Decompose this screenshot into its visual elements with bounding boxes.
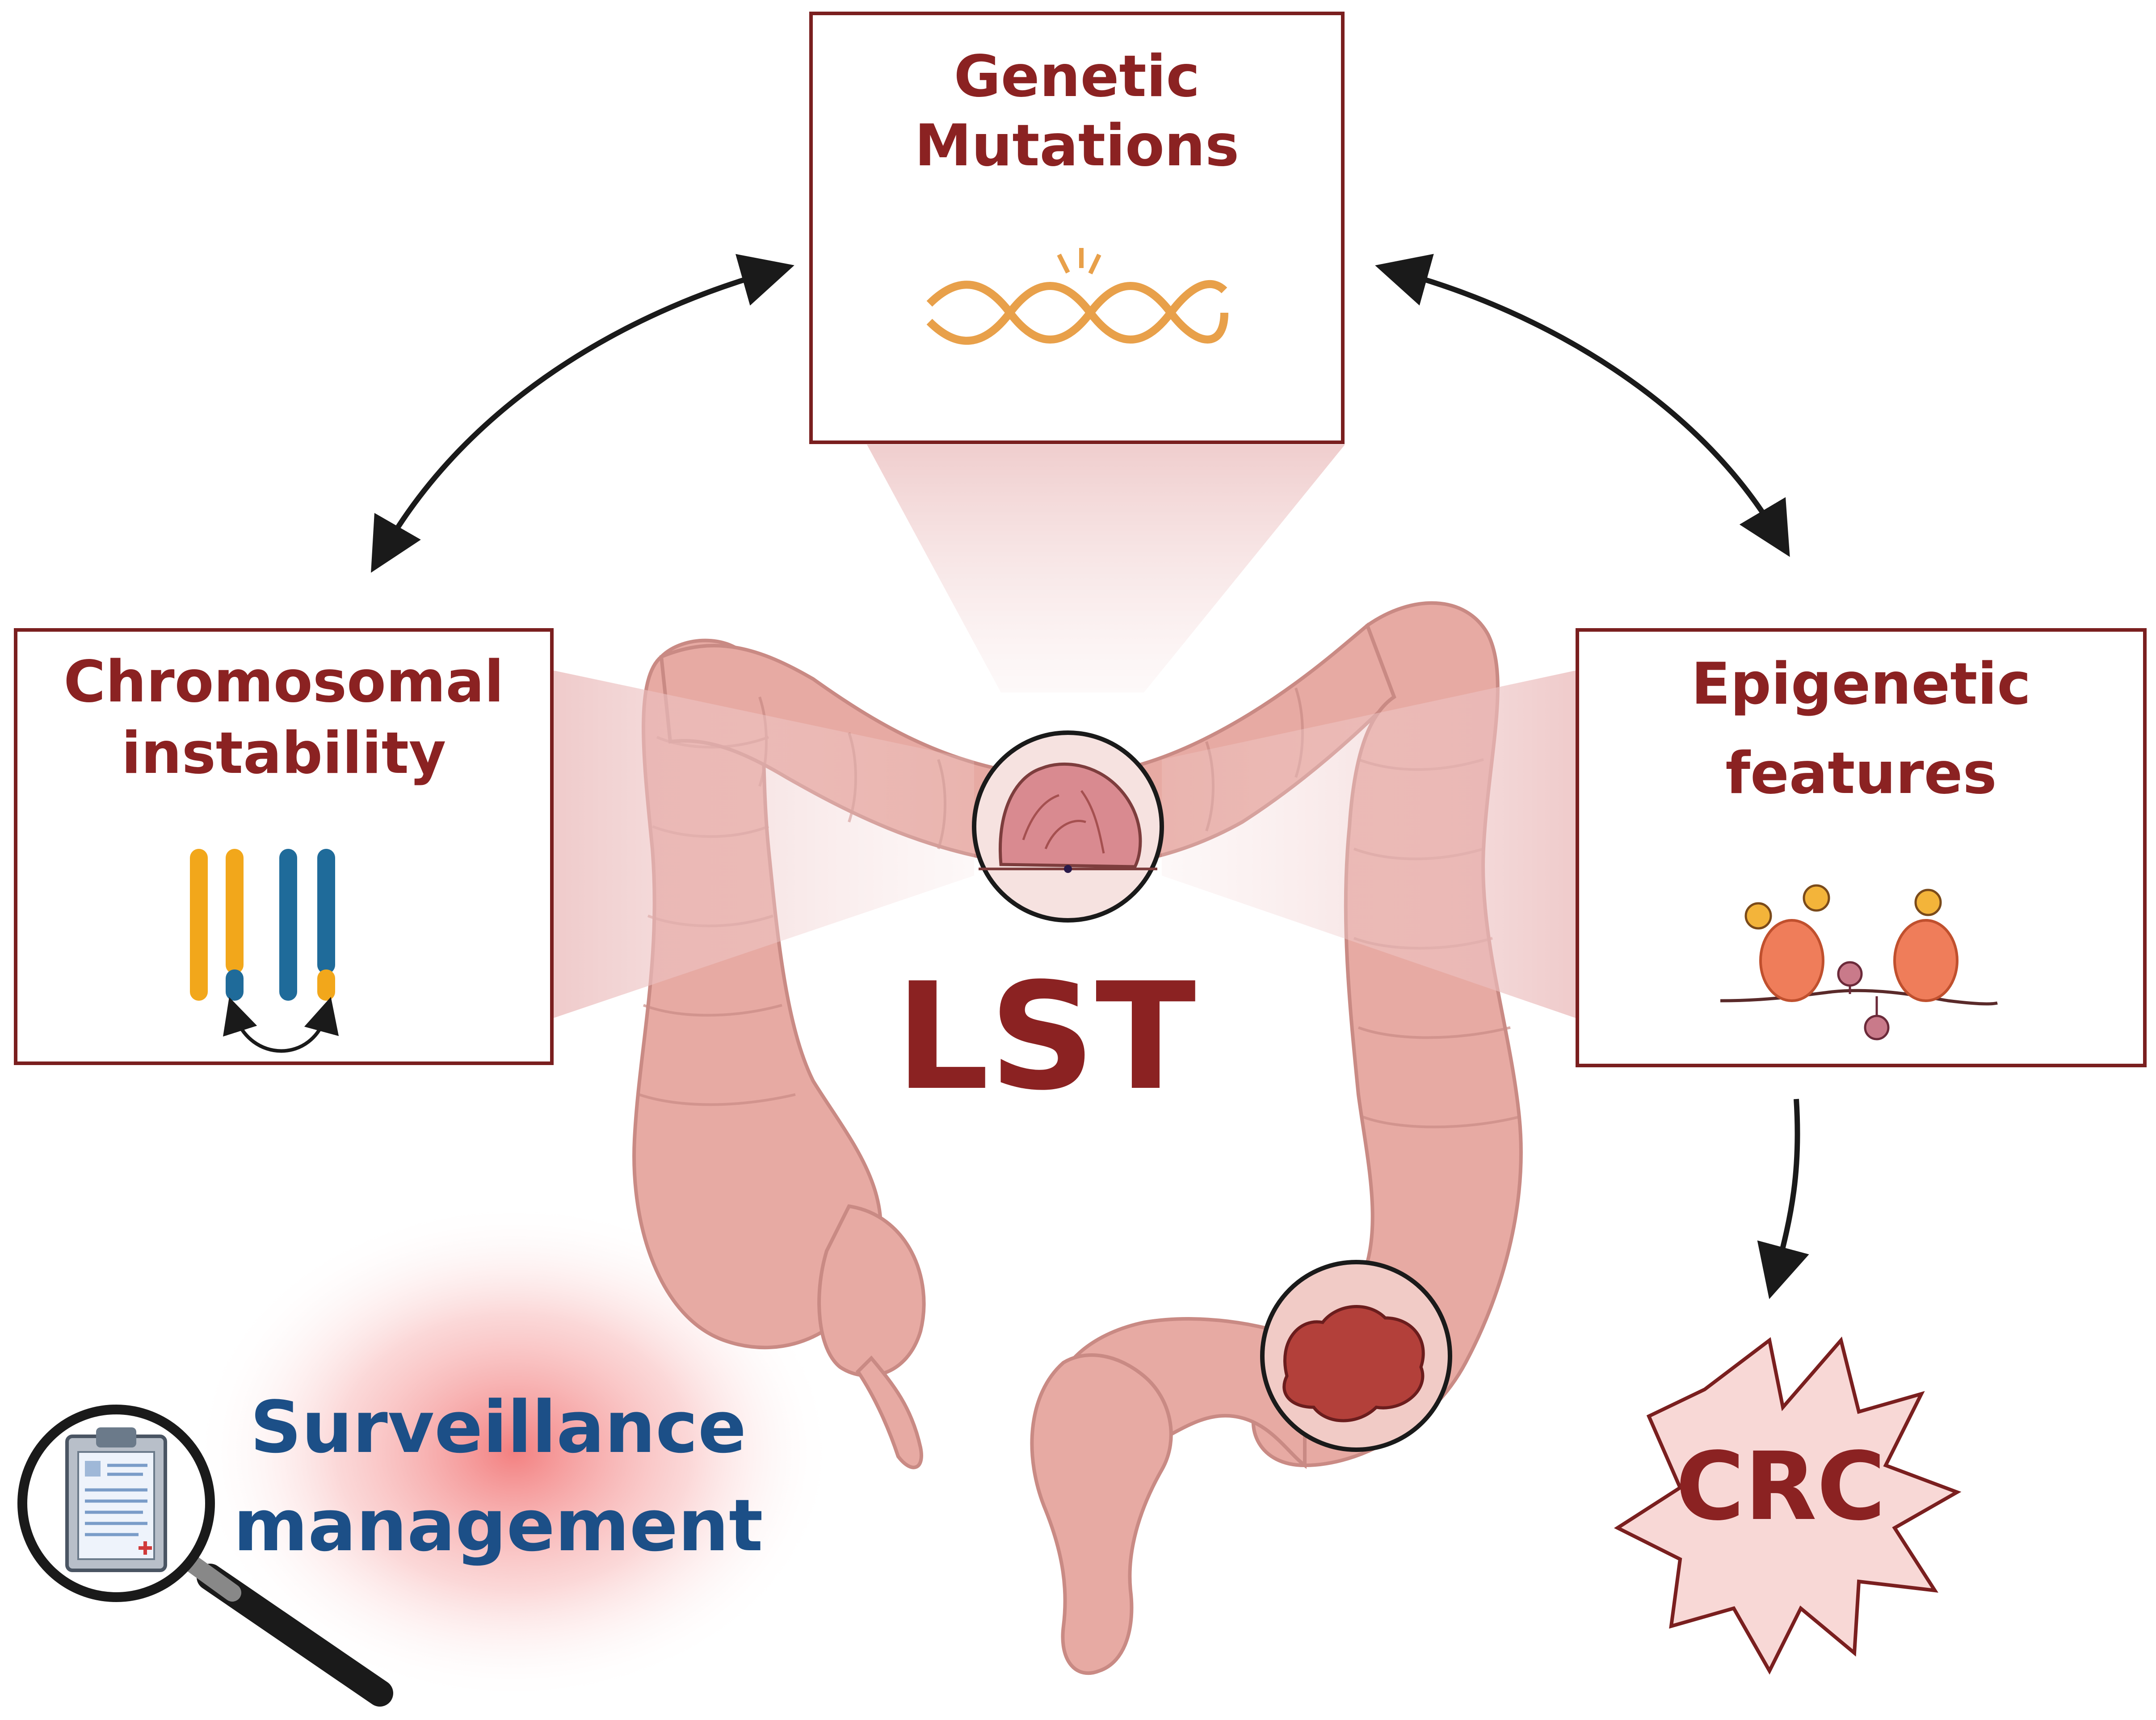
crc-starburst: CRC [1614,1336,1962,1675]
beam-right [1162,670,1577,1019]
epigenetic-features-box: Epigenetic features [1576,628,2147,1067]
chromosomes-icon [190,849,339,1053]
magnifier-icon [17,1405,393,1707]
surveillance-line1: Surveillance [250,1385,747,1469]
tumor-icon [1282,1305,1425,1422]
arrow-epigenetic-crc [1757,1099,1809,1299]
arrow-genetic-chromosomal [371,254,794,573]
crc-label: CRC [1676,1432,1886,1541]
polyp-icon [998,762,1142,868]
beam-left [552,670,974,1019]
clipboard-icon [65,1427,167,1572]
genetic-title-line1: Genetic [954,43,1200,110]
dna-icon [926,248,1228,345]
genetic-title-line2: Mutations [915,113,1239,179]
chromosomal-title-line2: instability [122,720,446,787]
lst-label: LST [895,951,1197,1123]
chromosomal-instability-box: Chromosomal instability [14,628,554,1065]
nucleosome-methylation-icon [1720,884,1998,1040]
surveillance-glow [192,1202,836,1702]
surveillance-line2: management [233,1484,763,1567]
genetic-mutations-box: Genetic Mutations [809,12,1345,444]
epigenetic-title-line2: features [1725,740,1996,807]
epigenetic-title-line1: Epigenetic [1691,651,2031,717]
beam-top [867,445,1345,692]
tumor-magnifier [1260,1260,1452,1452]
arrow-genetic-epigenetic [1375,254,1790,557]
chromosomal-title-line1: Chromosomal [63,649,504,715]
lst-polyp-magnifier [972,730,1164,923]
